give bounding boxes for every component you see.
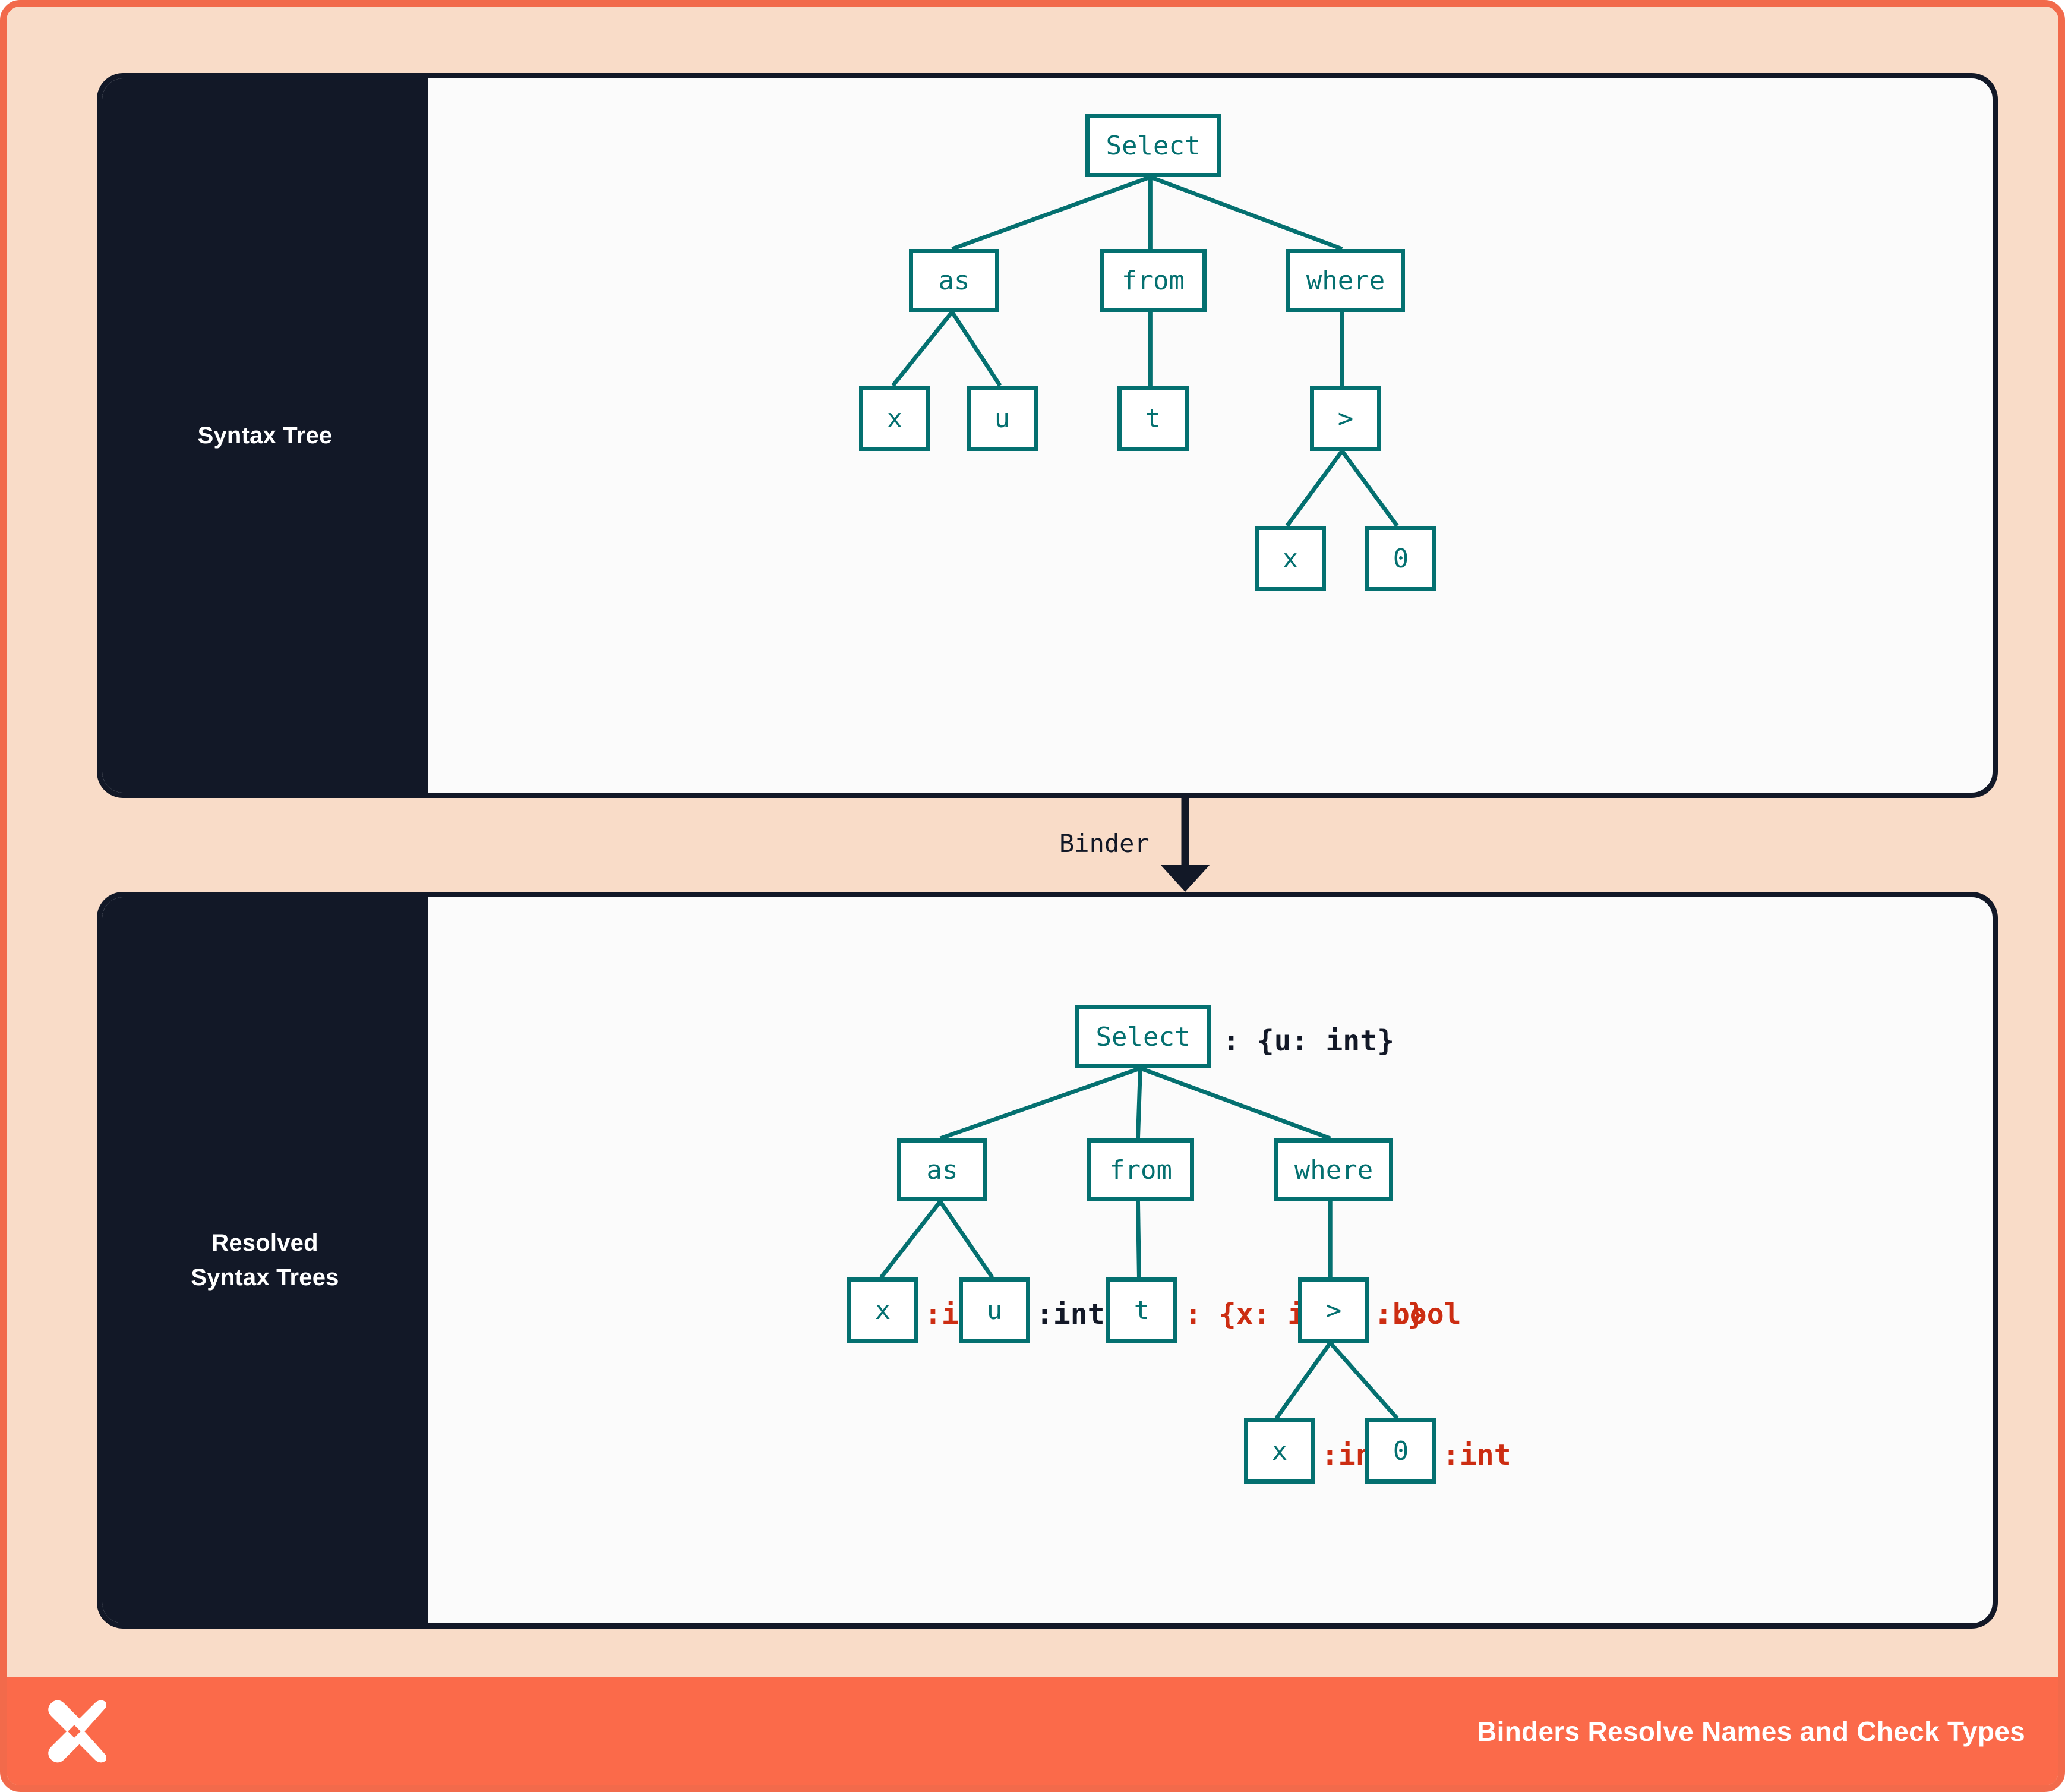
tree-edge-r-gt-to-r-gt-0 [1328,1341,1399,1420]
tree-node-label: u [994,403,1011,434]
xataface-x-logo-icon [48,1700,106,1763]
syntax-tree-canvas: Select as from where x u t > x 0 [428,78,1993,793]
tree-node-gt-0: 0 [1365,526,1436,591]
tree-node-from-t: t [1117,386,1189,451]
tree-node-label: Select [1106,130,1201,161]
tree-edge-gt-to-gt-x [1285,449,1344,528]
tree-node-label: > [1325,1295,1342,1326]
tree-node-label: as [938,265,970,296]
panel-resolved-syntax-trees: Resolved Syntax Trees Select : {u: int} as… [97,892,1998,1629]
tree-node-label: where [1294,1154,1373,1185]
tree-node-label: where [1306,265,1385,296]
tree-node-from: from [1100,249,1207,312]
tree-node-label: 0 [1393,1436,1409,1466]
type-annotation-r-as-u: :int [1036,1298,1105,1331]
tree-edge-r-gt-to-r-gt-x [1274,1341,1333,1420]
tree-node-select: Select [1085,114,1221,177]
tree-edge-r-as-to-r-as-x [879,1200,942,1279]
tree-node-label: 0 [1393,543,1409,574]
panel-syntax-tree-sidebar: Syntax Tree [102,78,428,793]
tree-node-r-from: from [1087,1138,1194,1201]
panel-resolved-label-line-1: Resolved [211,1230,318,1256]
tree-edge-r-select-to-r-where [1139,1066,1331,1141]
syntax-tree-edges [891,175,1399,528]
tree-edge-as-to-as-x [891,310,954,387]
tree-node-r-as: as [897,1138,987,1201]
tree-node-r-as-x: x [847,1277,918,1343]
tree-node-as: as [909,249,999,312]
tree-edge-as-to-as-u [950,311,1002,387]
tree-node-label: t [1145,403,1161,434]
tree-node-label: x [1282,543,1299,574]
tree-node-label: x [886,403,903,434]
tree-node-r-gt-0: 0 [1365,1418,1436,1484]
panel-resolved-syntax-trees-label: Resolved Syntax Trees [191,1226,339,1295]
tree-node-r-where: where [1274,1138,1393,1201]
tree-node-label: from [1122,265,1185,296]
type-annotation-r-select: : {u: int} [1223,1024,1394,1058]
tree-node-label: x [874,1295,891,1326]
type-annotation-r-gt-0: :int [1442,1438,1511,1472]
tree-node-gt: > [1310,386,1381,451]
tree-edge-r-as-to-r-as-u [938,1200,994,1279]
footer-bar: Binders Resolve Names and Check Types [7,1677,2058,1785]
footer-title: Binders Resolve Names and Check Types [1477,1716,2025,1747]
binder-arrow-icon [1160,798,1210,892]
panel-syntax-tree: Syntax Tree Select as from where x u t > x 0 [97,73,1998,798]
tree-node-r-from-t: t [1106,1277,1177,1343]
tree-node-label: Select [1095,1021,1191,1052]
tree-node-label: u [986,1295,1003,1326]
panel-resolved-syntax-trees-sidebar: Resolved Syntax Trees [102,897,428,1623]
tree-node-label: t [1133,1295,1150,1326]
tree-edge-r-from-to-r-from-t [1135,1201,1141,1278]
resolved-syntax-tree-canvas: Select: {u: int}asfromwherex:intu:intt: … [428,897,1993,1623]
tree-node-label: x [1271,1436,1288,1466]
tree-node-as-u: u [967,386,1038,451]
tree-node-gt-x: x [1255,526,1326,591]
binder-transition: Binder [97,798,1998,892]
tree-node-r-gt: > [1298,1277,1369,1343]
binder-label: Binder [1059,829,1150,858]
tree-edge-r-select-to-r-as [939,1066,1141,1141]
tree-node-r-as-u: u [959,1277,1030,1343]
tree-node-label: as [926,1154,958,1185]
tree-node-r-select: Select [1075,1005,1211,1068]
tree-edge-select-to-as [951,175,1151,251]
type-annotation-r-gt: :bool [1375,1298,1461,1331]
tree-node-where: where [1286,249,1405,312]
tree-node-label: > [1337,403,1354,434]
tree-node-r-gt-x: x [1244,1418,1315,1484]
panel-resolved-label-line-2: Syntax Trees [191,1264,339,1291]
panel-syntax-tree-label: Syntax Tree [197,422,333,449]
tree-edge-select-to-where [1150,175,1343,251]
tree-node-label: from [1109,1154,1172,1185]
tree-edge-gt-to-gt-0 [1340,449,1399,528]
tree-node-as-x: x [859,386,930,451]
tree-edge-r-select-to-r-from [1135,1068,1142,1139]
